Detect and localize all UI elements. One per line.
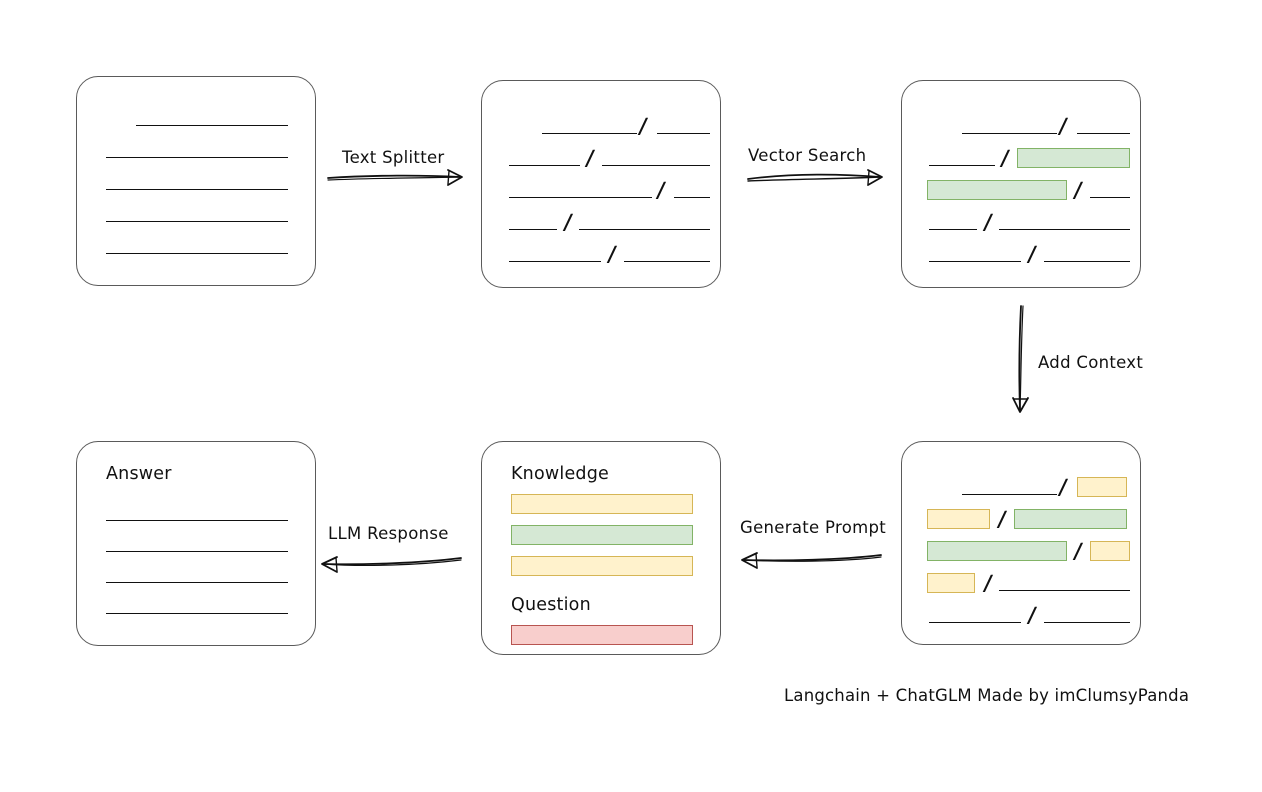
text-line (962, 133, 1057, 134)
node-answer[interactable]: Answer (76, 441, 316, 646)
highlighted-chunk-yellow (927, 573, 975, 593)
chunk-separator-slash: / (1072, 539, 1084, 563)
chunk-separator-slash: / (982, 210, 994, 234)
text-line (657, 133, 710, 134)
text-line (106, 157, 288, 158)
chunk-separator-slash: / (1057, 475, 1069, 499)
highlighted-chunk-yellow (1090, 541, 1130, 561)
text-line (929, 229, 977, 230)
chunk-separator-slash: / (637, 114, 649, 138)
text-line (999, 590, 1130, 591)
chunk-separator-slash: / (999, 146, 1011, 170)
text-line (509, 165, 580, 166)
edge-text-splitter-arrow (327, 169, 463, 186)
text-line (929, 622, 1021, 623)
chunk-separator-slash: / (996, 507, 1008, 531)
highlighted-chunk-green (1017, 148, 1130, 168)
edge-label-vector-search: Vector Search (748, 146, 867, 165)
text-line (929, 165, 995, 166)
node-context-enriched-chunks[interactable]: / / / / / (901, 441, 1141, 645)
text-line (136, 125, 288, 126)
prompt-bar-yellow (511, 494, 693, 514)
chunk-separator-slash: / (1026, 603, 1038, 627)
text-line (106, 520, 288, 521)
chunk-separator-slash: / (1057, 114, 1069, 138)
text-line (106, 551, 288, 552)
answer-heading: Answer (106, 464, 172, 484)
edge-generate-prompt-arrow (741, 552, 882, 569)
highlighted-chunk-yellow (1077, 477, 1127, 497)
prompt-section-heading: Question (511, 595, 591, 615)
chunk-separator-slash: / (1072, 178, 1084, 202)
text-line (106, 253, 288, 254)
text-line (624, 261, 710, 262)
text-line (674, 197, 710, 198)
prompt-bar-green (511, 525, 693, 545)
node-vector-matched-chunks[interactable]: / / / / / (901, 80, 1141, 288)
text-line (1077, 133, 1130, 134)
text-line (999, 229, 1130, 230)
text-line (509, 197, 652, 198)
chunk-separator-slash: / (584, 146, 596, 170)
text-line (542, 133, 637, 134)
chunk-separator-slash: / (562, 210, 574, 234)
edge-label-llm-response: LLM Response (328, 524, 449, 543)
text-line (602, 165, 710, 166)
text-line (106, 613, 288, 614)
text-line (1090, 197, 1130, 198)
chunk-separator-slash: / (606, 242, 618, 266)
text-line (1044, 261, 1130, 262)
chunk-separator-slash: / (1026, 242, 1038, 266)
text-line (929, 261, 1021, 262)
highlighted-chunk-yellow (927, 509, 990, 529)
text-line (509, 229, 557, 230)
edge-add-context-arrow (1012, 305, 1029, 413)
text-line (509, 261, 601, 262)
prompt-bar-red (511, 625, 693, 645)
edge-llm-response-arrow (321, 556, 462, 573)
highlighted-chunk-green (927, 180, 1067, 200)
highlighted-chunk-green (927, 541, 1067, 561)
text-line (1044, 622, 1130, 623)
node-source-document[interactable] (76, 76, 316, 286)
prompt-section-heading: Knowledge (511, 464, 609, 484)
chunk-separator-slash: / (655, 178, 667, 202)
edge-label-add-context: Add Context (1038, 353, 1144, 372)
edge-label-generate-prompt: Generate Prompt (740, 518, 886, 537)
node-split-chunks[interactable]: / / / / / (481, 80, 721, 288)
edge-label-text-splitter: Text Splitter (342, 148, 445, 167)
prompt-bar-yellow (511, 556, 693, 576)
text-line (962, 494, 1057, 495)
text-line (106, 189, 288, 190)
highlighted-chunk-green (1014, 509, 1127, 529)
text-line (106, 582, 288, 583)
text-line (579, 229, 710, 230)
edge-vector-search-arrow (747, 169, 883, 186)
chunk-separator-slash: / (982, 571, 994, 595)
text-line (106, 221, 288, 222)
credit-text: Langchain + ChatGLM Made by imClumsyPand… (784, 686, 1190, 705)
